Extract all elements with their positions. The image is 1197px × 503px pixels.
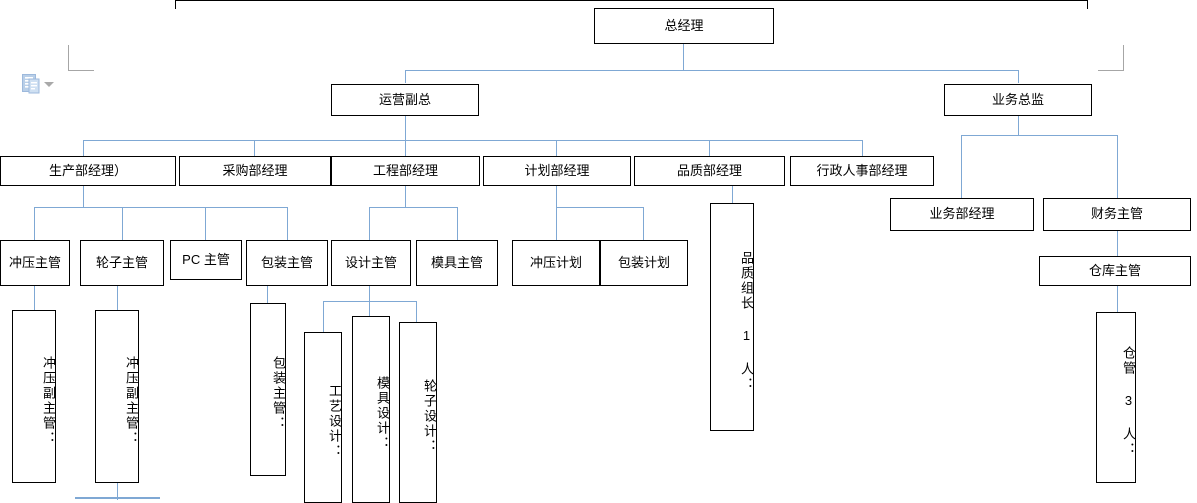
connector-stamping-sup-up: [34, 207, 35, 240]
node-quality-leader[interactable]: 品质组长 1 人：: [710, 203, 754, 431]
connector-process-design-up: [323, 301, 324, 332]
node-packaging-supervisor[interactable]: 包装主管: [246, 240, 328, 286]
cut-off-box-right-border: [1087, 0, 1088, 9]
connector-engineering-down: [405, 185, 406, 207]
connector-packaging-to-vertical: [267, 286, 268, 303]
connector-stamping-to-deputy1: [34, 286, 35, 310]
connector-dept-bus: [83, 140, 863, 141]
node-vp-operations[interactable]: 运营副总: [331, 84, 479, 116]
margin-mark-top-right: [1098, 45, 1124, 71]
node-stamping-deputy-2[interactable]: 冲压副主管：: [95, 310, 139, 483]
connector-finance-to-warehouse: [1117, 231, 1118, 256]
connector-quality-up: [709, 140, 710, 156]
connector-hr-up: [862, 140, 863, 156]
node-packaging-supervisor-detail[interactable]: 包装主管：: [250, 303, 286, 476]
node-warehouse-keeper[interactable]: 仓管 3 人：: [1096, 312, 1136, 483]
node-quality-manager[interactable]: 品质部经理: [634, 156, 785, 186]
node-mold-design[interactable]: 模具设计：: [352, 316, 390, 503]
connector-warehouse-to-keeper: [1117, 286, 1118, 312]
connector-production-up: [83, 140, 84, 156]
node-planning-manager[interactable]: 计划部经理: [483, 156, 631, 186]
connector-gm-down: [683, 43, 684, 70]
connector-vp-ops-down: [405, 115, 406, 140]
connector-wheel-sup-up: [122, 207, 123, 240]
connector-business-director-up: [1018, 70, 1019, 83]
node-general-manager[interactable]: 总经理: [594, 8, 774, 44]
connector-production-down: [83, 185, 84, 207]
connector-pc-sup-up: [205, 207, 206, 240]
cut-off-box-top-border: [175, 0, 1088, 1]
node-production-manager[interactable]: 生产部经理）: [0, 156, 176, 186]
connector-packaging-sup-up: [287, 207, 288, 240]
connector-sales-manager-up: [961, 135, 962, 198]
node-warehouse-supervisor[interactable]: 仓库主管: [1039, 256, 1191, 286]
margin-mark-top-left: [68, 45, 94, 71]
connector-wheel-design-up: [416, 301, 417, 322]
connector-mold-design-up: [369, 301, 370, 316]
node-sales-manager[interactable]: 业务部经理: [890, 198, 1034, 231]
node-stamping-supervisor[interactable]: 冲压主管: [0, 240, 70, 286]
connector-deputy2-down: [117, 483, 118, 500]
connector-stamping-plan-up: [556, 207, 557, 240]
node-finance-supervisor[interactable]: 财务主管: [1043, 198, 1191, 231]
paste-options-icon[interactable]: [22, 74, 40, 94]
node-wheel-design[interactable]: 轮子设计：: [399, 322, 437, 503]
node-engineering-manager[interactable]: 工程部经理: [331, 156, 480, 186]
connector-purchasing-up: [254, 140, 255, 156]
connector-bottom-bus: [75, 497, 160, 499]
connector-vp-ops-up: [405, 70, 406, 83]
connector-business-director-down: [1018, 115, 1019, 135]
connector-engineering-up: [405, 140, 406, 156]
connector-production-bus: [34, 207, 287, 208]
chevron-down-icon[interactable]: [44, 82, 54, 87]
node-business-director[interactable]: 业务总监: [944, 84, 1092, 116]
connector-design-down: [369, 286, 370, 301]
node-purchasing-manager[interactable]: 采购部经理: [179, 156, 331, 186]
connector-packaging-plan-up: [643, 207, 644, 240]
connector-gm-bus: [405, 70, 1018, 71]
node-stamping-deputy-1[interactable]: 冲压副主管：: [12, 310, 56, 483]
cut-off-box-left-border: [175, 0, 176, 9]
connector-design-sup-up: [369, 207, 370, 240]
node-design-supervisor[interactable]: 设计主管: [331, 240, 411, 286]
connector-engineering-bus: [369, 207, 458, 208]
connector-quality-down: [732, 185, 733, 203]
connector-finance-up: [1117, 135, 1118, 198]
node-wheel-supervisor[interactable]: 轮子主管: [80, 240, 164, 286]
node-stamping-plan[interactable]: 冲压计划: [512, 240, 600, 286]
node-pc-supervisor[interactable]: PC 主管: [170, 240, 242, 280]
connector-planning-bus: [556, 207, 644, 208]
node-mold-supervisor[interactable]: 模具主管: [416, 240, 498, 286]
node-process-design[interactable]: 工艺设计：: [304, 332, 342, 503]
connector-wheel-to-deputy2: [117, 286, 118, 310]
node-packaging-plan[interactable]: 包装计划: [600, 240, 688, 286]
connector-mold-sup-up: [457, 207, 458, 240]
connector-business-bus: [961, 135, 1117, 136]
connector-planning-down: [556, 185, 557, 207]
connector-planning-up: [556, 140, 557, 156]
node-hr-admin-manager[interactable]: 行政人事部经理: [790, 156, 934, 186]
